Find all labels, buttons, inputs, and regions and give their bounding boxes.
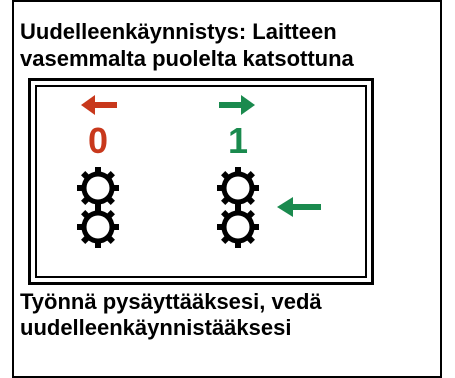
instruction-footer: Työnnä pysäyttääksesi, vedä uudelleenkäy… [20, 289, 440, 341]
title-line-1: Uudelleenkäynnistys: Laitteen [20, 19, 337, 44]
footer-line-2: uudelleenkäynnistääksesi [20, 315, 292, 340]
gear-icon [77, 167, 119, 209]
title-line-2: vasemmalta puolelta katsottuna [20, 46, 354, 71]
restart-diagram: 0 1 [28, 78, 374, 285]
gear-icon [217, 206, 259, 248]
position-label-off: 0 [88, 120, 108, 161]
push-arrow-icon [277, 197, 321, 217]
position-label-on: 1 [228, 120, 248, 161]
gear-icon [77, 206, 119, 248]
arrow-left-icon [81, 95, 117, 115]
gear-icon [217, 167, 259, 209]
arrow-right-icon [219, 95, 255, 115]
restart-diagram-svg: 0 1 [37, 95, 321, 276]
footer-line-1: Työnnä pysäyttääksesi, vedä [20, 289, 322, 314]
restart-diagram-inner: 0 1 [35, 85, 367, 278]
instruction-title: Uudelleenkäynnistys: Laitteen vasemmalta… [20, 18, 440, 72]
